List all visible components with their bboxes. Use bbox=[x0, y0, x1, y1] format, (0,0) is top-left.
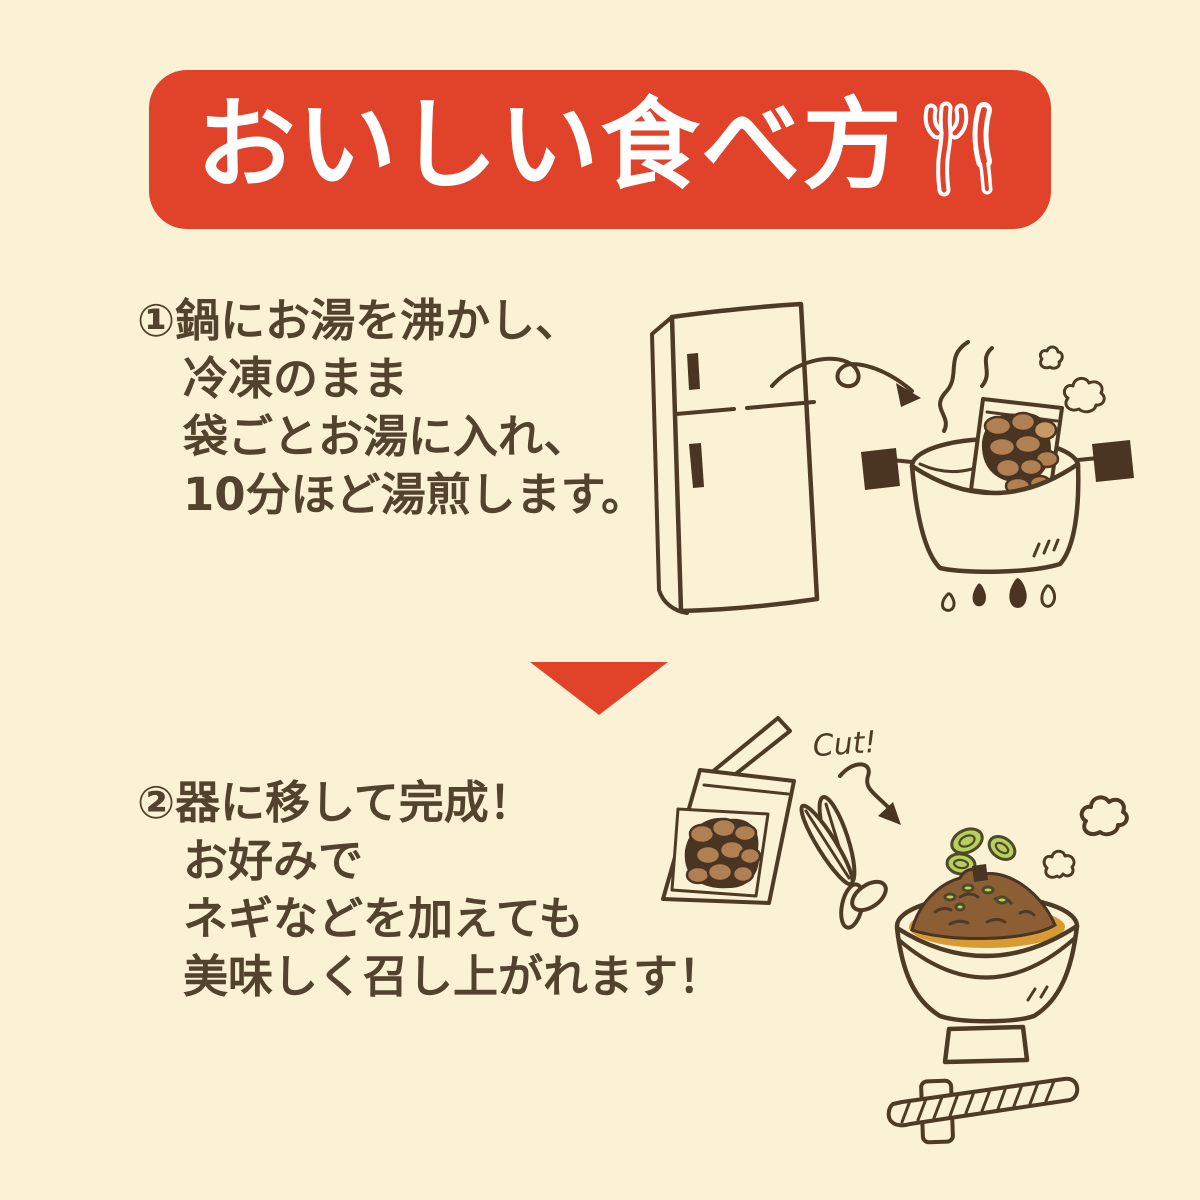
curved-arrow-icon bbox=[838, 762, 901, 825]
step-1-line-4: 10分ほど湯煎します。 bbox=[183, 468, 647, 521]
chopsticks-illustration bbox=[886, 1076, 1080, 1145]
steam-lines bbox=[938, 340, 994, 433]
steam-cloud bbox=[1042, 795, 1129, 879]
knife-icon bbox=[972, 101, 992, 194]
curved-arrow-icon bbox=[770, 356, 921, 407]
down-arrow-divider bbox=[530, 662, 668, 715]
green-onion-slices bbox=[945, 827, 1017, 876]
header-banner: おいしい食べ方 bbox=[149, 70, 1051, 229]
step-2-text: ②器に移して完成！ お好みで ネギなどを加えても 美味しく召し上がれます！ bbox=[137, 774, 723, 1006]
steam-cloud bbox=[1038, 345, 1106, 414]
fork-icon bbox=[923, 101, 968, 196]
cut-open-pouch bbox=[661, 716, 796, 905]
step-1-line-3: 袋ごとお湯に入れ、 bbox=[183, 410, 589, 463]
step-2-illustration: Cut! bbox=[661, 716, 1129, 1145]
page-title: おいしい食べ方 bbox=[196, 88, 904, 203]
scissors-icon bbox=[799, 795, 888, 930]
step-1-line-1: ①鍋にお湯を沸かし、 bbox=[137, 294, 581, 347]
step-2-line-4: 美味しく召し上がれます！ bbox=[183, 950, 724, 1003]
rice-bowl-illustration bbox=[894, 864, 1080, 1065]
refrigerator-illustration bbox=[650, 301, 820, 615]
step-2-line-3: ネギなどを加えても bbox=[183, 892, 584, 945]
step-1-line-2: 冷凍のまま bbox=[183, 352, 409, 405]
step-1-illustration bbox=[650, 301, 1134, 615]
flame-icons bbox=[941, 578, 1056, 612]
pot-illustration bbox=[861, 440, 1134, 575]
step-2-line-2: お好みで bbox=[183, 834, 364, 887]
step-2-line-1: ②器に移して完成！ bbox=[137, 776, 534, 829]
fork-knife-icon bbox=[923, 101, 992, 196]
step-1-text: ①鍋にお湯を沸かし、 冷凍のまま 袋ごとお湯に入れ、 10分ほど湯煎します。 bbox=[137, 292, 646, 524]
cut-label: Cut! bbox=[812, 725, 878, 764]
